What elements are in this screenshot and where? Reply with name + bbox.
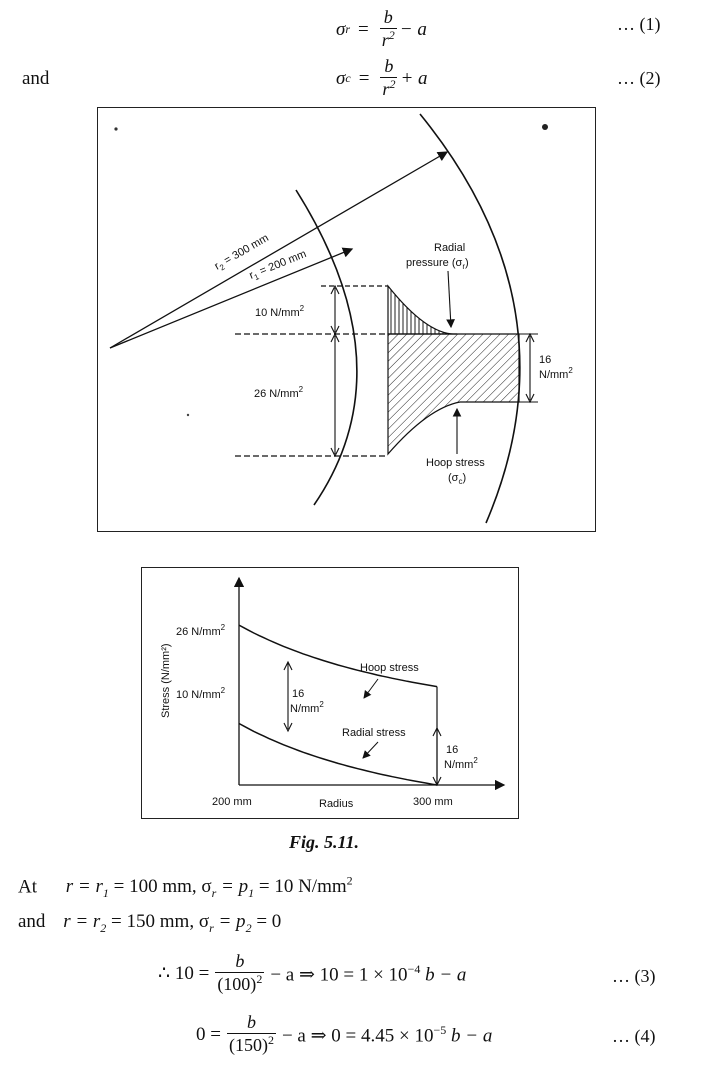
equals-sign: =: [358, 67, 370, 89]
fraction: b r2: [379, 7, 397, 51]
end-diff-line2: N/mm2: [444, 756, 478, 771]
x-axis-label: Radius: [319, 798, 354, 810]
denominator: r2: [380, 76, 398, 100]
and-word: and: [18, 911, 46, 932]
radial-pressure-region: [387, 284, 458, 335]
hoop-stress-label-pointer: [363, 678, 379, 699]
hoop-stress-label-line2: (σc): [448, 472, 466, 486]
equation-tag-4: … (4): [612, 1026, 656, 1046]
arrowhead: [432, 726, 442, 737]
arrowhead: [525, 393, 535, 404]
radial-stress-label: Radial stress: [342, 727, 406, 739]
label-16-line1: 16: [539, 354, 551, 366]
figure-caption: Fig. 5.11.: [289, 832, 360, 852]
y-axis-label: Stress (N/mm²): [160, 643, 172, 718]
fraction: b (100)2: [215, 951, 265, 994]
condition-line-2: and r = r2 = 150 mm, σr = p2 = 0: [18, 911, 281, 936]
subscript: r: [345, 22, 351, 37]
equation-rest: − a ⇒ 10 = 1 × 10−4 b − a: [270, 961, 467, 985]
hoop-stress-region: [387, 333, 520, 456]
x-start-label: 200 mm: [212, 796, 252, 808]
denominator-var: r: [382, 78, 390, 99]
end-diff-line1: 16: [446, 744, 458, 756]
equation-3: ∴ 10 = b (100)2 − a ⇒ 10 = 1 × 10−4 b − …: [158, 951, 467, 994]
arrowhead: [330, 447, 340, 458]
fraction: b r2: [380, 56, 398, 100]
mid-diff-line2: N/mm2: [290, 700, 324, 715]
radius-r2-line: [109, 151, 449, 349]
equation-4: 0 = b (150)2 − a ⇒ 0 = 4.45 × 10−5 b − a: [196, 1012, 493, 1055]
equation-tag-2: … (2): [617, 68, 661, 88]
sigma-symbol: σ: [336, 67, 346, 89]
scan-speck: [114, 127, 118, 131]
arrowhead: [283, 722, 293, 733]
y-hoop-start-label: 26 N/mm2: [176, 623, 226, 638]
and-word: and: [22, 68, 50, 89]
superscript: 2: [389, 76, 396, 91]
arrowhead: [330, 332, 340, 343]
stress-radius-chart: Stress (N/mm²) Radius 200 mm 300 mm 26 N…: [141, 567, 519, 819]
condition-line-1: At r = r1 = 100 mm, σr = p1 = 10 N/mm2: [18, 874, 353, 901]
label-16-line2: N/mm2: [539, 366, 573, 381]
condition-text: r = r2 = 150 mm, σr = p2 = 0: [63, 911, 282, 935]
stress-diagram-figure: r2 = 300 mm r1 = 200 mm 10 N/mm2 26 N/mm…: [97, 107, 596, 532]
label-10-nmm2: 10 N/mm2: [255, 304, 305, 319]
scan-speck: [542, 124, 548, 130]
denominator-var: r: [381, 29, 389, 50]
radial-stress-label-pointer: [362, 741, 379, 759]
arrowhead: [283, 660, 293, 671]
numerator: b: [384, 56, 394, 76]
hoop-stress-label: Hoop stress: [360, 662, 419, 674]
label-26-nmm2: 26 N/mm2: [254, 385, 304, 400]
radial-pressure-pointer: [446, 270, 455, 329]
hoop-stress-curve: [238, 624, 438, 688]
equation-rest: − a: [399, 18, 427, 40]
subscript: c: [345, 71, 351, 86]
fraction: b (150)2: [226, 1012, 276, 1055]
superscript: 2: [388, 27, 395, 42]
radial-stress-curve: [238, 722, 438, 786]
denominator: r2: [379, 27, 397, 51]
y-radial-start-label: 10 N/mm2: [176, 686, 226, 701]
equation-tag-3: … (3): [612, 966, 656, 986]
arrowhead: [330, 284, 340, 295]
denominator: (150)2: [226, 1032, 276, 1055]
hoop-stress-label-line1: Hoop stress: [426, 457, 485, 469]
equation-prefix: 0 =: [196, 1023, 221, 1045]
inner-arc: [295, 189, 358, 506]
equation-tag-1: … (1): [617, 14, 661, 34]
numerator: b: [246, 1012, 256, 1032]
x-end-label: 300 mm: [413, 796, 453, 808]
outer-arc: [419, 113, 521, 524]
equation-prefix: ∴ 10 =: [158, 962, 210, 984]
arrowhead: [432, 776, 442, 787]
equation-rest: + a: [400, 67, 428, 89]
scan-speck: [186, 413, 190, 417]
radial-pressure-label-line2: pressure (σr): [406, 257, 469, 271]
at-word: At: [18, 876, 37, 898]
stress-diagram-svg: r2 = 300 mm r1 = 200 mm 10 N/mm2 26 N/mm…: [109, 113, 573, 524]
sigma-symbol: σ: [336, 18, 346, 40]
numerator: b: [383, 7, 393, 27]
radial-pressure-label-line1: Radial: [434, 242, 465, 254]
r1-label: r1 = 200 mm: [248, 248, 309, 284]
equation-rest: − a ⇒ 0 = 4.45 × 10−5 b − a: [281, 1022, 493, 1046]
condition-text: r = r1 = 100 mm, σr = p1 = 10 N/mm2: [65, 874, 353, 901]
equals-sign: =: [358, 18, 369, 40]
denominator: (100)2: [215, 971, 265, 994]
radius-r1-line: [109, 247, 354, 349]
numerator: b: [235, 951, 245, 971]
chart-svg: Stress (N/mm²) Radius 200 mm 300 mm 26 N…: [160, 576, 506, 810]
arrowhead: [525, 332, 535, 343]
mid-diff-line1: 16: [292, 688, 304, 700]
